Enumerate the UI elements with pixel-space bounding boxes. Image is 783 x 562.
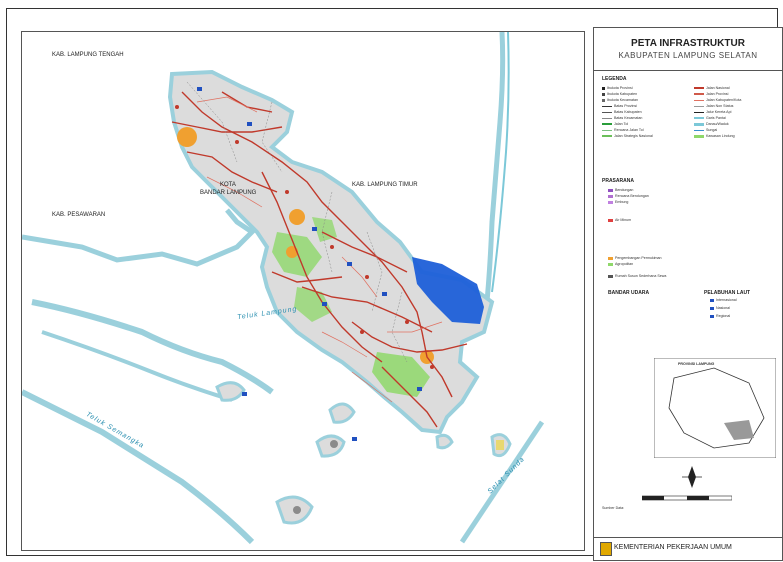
legend-left-0: Ibukota Provinsi [602, 86, 633, 90]
kabupaten-land [167, 69, 495, 435]
legend-right-1: Jalan Provinsi [694, 92, 728, 96]
island-peak [330, 440, 338, 448]
pelabuhan-0: Internasional [710, 298, 737, 302]
legend-right-8: Kawasan Lindung [694, 134, 735, 138]
legend-left-8: Jalan Strategis Nasional [602, 134, 653, 138]
island-3 [315, 434, 346, 458]
legend-right-3: Jalan Non Status [694, 104, 733, 108]
legend-left-3: Batas Provinsi [602, 104, 637, 108]
islands [215, 381, 512, 525]
prasarana-3: Air Minum [608, 218, 631, 222]
legend-right-0: Jalan Nasional [694, 86, 730, 90]
scale-bar [642, 495, 732, 501]
infrastructure-icons [197, 87, 422, 441]
island-2 [328, 402, 356, 424]
legend-left-5: Batas Kecamatan [602, 116, 642, 120]
island-1 [215, 381, 246, 402]
legend-left-1: Ibukota Kabupaten [602, 92, 637, 96]
east-coast-inner [491, 32, 510, 293]
prasarana-heading: PRASARANA [602, 178, 634, 184]
island-green [496, 440, 504, 450]
prasarana-5: Agropolitan [608, 262, 633, 266]
prasarana-1: Rencana Bendungan [608, 194, 649, 198]
north-coastline [22, 208, 256, 267]
pelabuhan-heading: PELABUHAN LAUT [704, 290, 751, 296]
sumber-data: Sumber Data: [602, 506, 625, 510]
footer-ministry: KEMENTERIAN PEKERJAAN UMUM [614, 544, 732, 551]
east-coast-lower [459, 420, 545, 544]
pesawaran-coast [31, 299, 274, 395]
legend-right-7: Sungai [694, 128, 717, 132]
pesawaran-coast-2 [41, 330, 233, 402]
island-6 [435, 433, 454, 450]
map-subtitle: KABUPATEN LAMPUNG SELATAN [618, 51, 758, 60]
north-arrow-icon [682, 466, 702, 488]
secondary-roads [196, 96, 443, 403]
prasarana-4: Pengembangan Permukiman [608, 256, 662, 260]
prasarana-2: Embung [608, 200, 628, 204]
label-lampung-tengah: KAB. LAMPUNG TENGAH [52, 52, 124, 58]
bandar-udara-heading: BANDAR UDARA [608, 290, 650, 296]
semangka-coast [22, 389, 255, 545]
label-kota: KOTA [220, 182, 236, 188]
label-lampung-timur: KAB. LAMPUNG TIMUR [352, 182, 418, 188]
pelabuhan-1: Nasional [710, 306, 730, 310]
legend-right-5: Garis Pantai [694, 116, 726, 120]
orange-zone-1 [177, 127, 197, 147]
green-zone-3 [294, 287, 332, 322]
label-bandar-lampung: BANDAR LAMPUNG [200, 190, 257, 196]
inset-label: PROVINSI LAMPUNG [678, 362, 715, 366]
city-markers [175, 105, 434, 369]
map-title: PETA INFRASTRUKTUR [631, 38, 745, 49]
legend-heading: LEGENDA [602, 76, 627, 82]
prasarana-0: Bendungan [608, 188, 633, 192]
legend-right-2: Jalan Kabupaten/Kota [694, 98, 741, 102]
legend-right-4: Jalur Kereta Api [694, 110, 731, 114]
label-pesawaran: KAB. PESAWARAN [52, 212, 106, 218]
district-boundaries [186, 81, 408, 363]
inset-map [654, 358, 776, 458]
legend-left-2: Ibukota Kecamatan [602, 98, 638, 102]
legend-right-6: Danau/Waduk [694, 122, 729, 126]
green-zone-1 [372, 352, 430, 397]
ministry-logo-icon [600, 542, 612, 556]
pelabuhan-2: Regional [710, 314, 730, 318]
title-block: PETA INFRASTRUKTUR KABUPATEN LAMPUNG SEL… [594, 28, 782, 71]
map-canvas [22, 32, 545, 545]
island-peak-2 [293, 506, 301, 514]
prasarana-6: Rumah Susun Sederhana Sewa [608, 274, 666, 278]
map-area[interactable]: KAB. LAMPUNG TENGAH KAB. LAMPUNG TIMUR K… [21, 31, 585, 551]
legend-left-7: Rencana Jalan Tol [602, 128, 644, 132]
map-frame: KAB. LAMPUNG TENGAH KAB. LAMPUNG TIMUR K… [6, 8, 783, 561]
orange-zone-2 [289, 209, 305, 225]
legend-left-6: Jalan Tol [602, 122, 628, 126]
orange-zone-4 [286, 246, 298, 258]
footer-block: KEMENTERIAN PEKERJAAN UMUM [594, 537, 782, 560]
legend-left-4: Batas Kabupaten [602, 110, 642, 114]
legend-panel: PETA INFRASTRUKTUR KABUPATEN LAMPUNG SEL… [593, 27, 783, 561]
east-coast [483, 32, 506, 313]
blue-zone [412, 257, 484, 324]
